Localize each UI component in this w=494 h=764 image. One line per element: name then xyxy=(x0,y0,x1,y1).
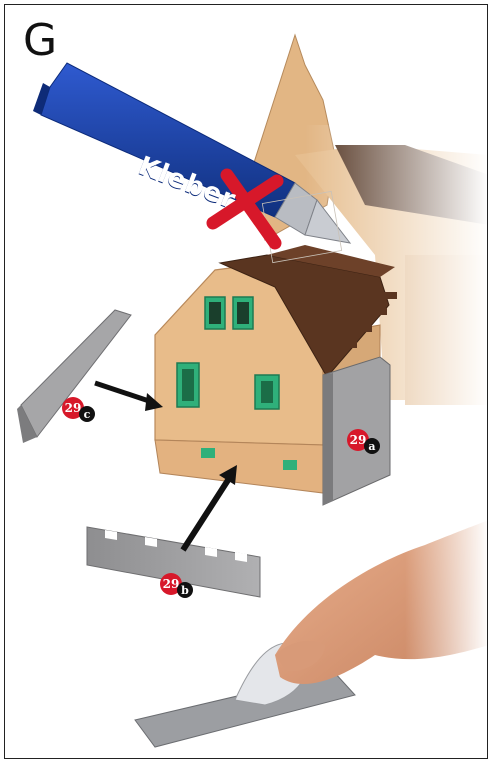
part-letter-badge: c xyxy=(79,406,95,422)
hand-peeling-tape xyxy=(135,485,488,747)
instruction-frame: G xyxy=(4,4,488,759)
part-label-29b: 29 b xyxy=(160,573,193,598)
part-letter-badge: a xyxy=(364,438,380,454)
plate-29c xyxy=(17,310,131,443)
assembly-illustration xyxy=(5,5,488,759)
arrow-to-wall xyxy=(95,383,163,411)
part-label-29c: 29 c xyxy=(62,397,95,422)
part-label-29a: 29 a xyxy=(347,429,380,454)
part-letter-badge: b xyxy=(177,582,193,598)
